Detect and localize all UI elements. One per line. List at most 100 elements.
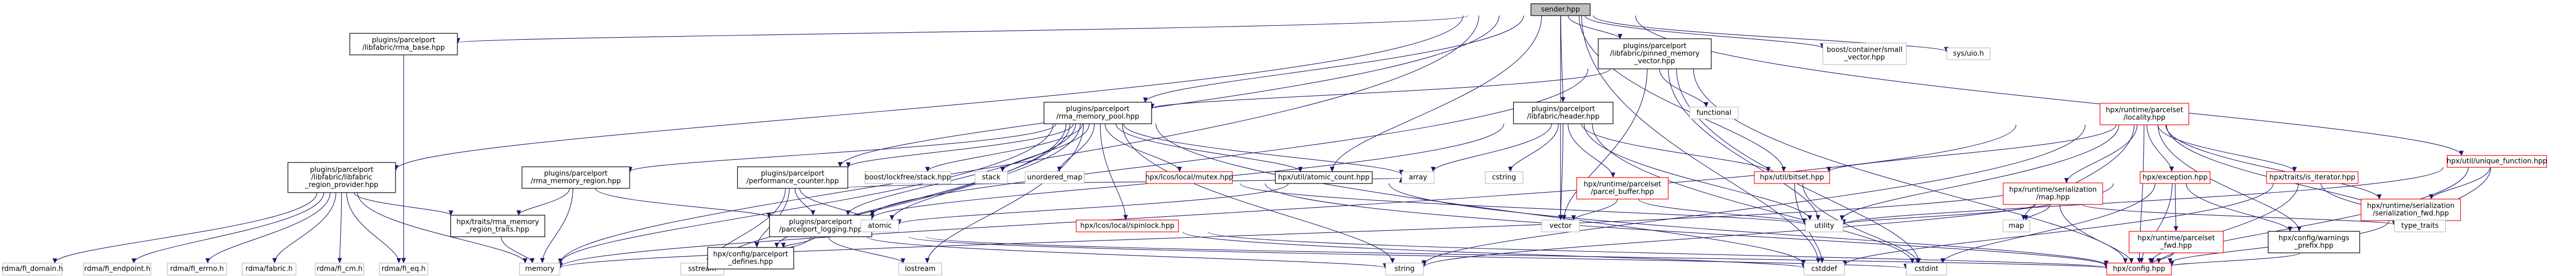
edge-locality-bitset <box>1826 124 2117 173</box>
node-box <box>1025 171 1085 184</box>
node-unordered_map[interactable]: unordered_map <box>1025 171 1085 184</box>
node-string[interactable]: string <box>1385 263 1424 275</box>
node-memory[interactable]: memory <box>519 263 561 275</box>
node-lockfree_stack[interactable]: boost/lockfree/stack.hpp <box>864 171 951 184</box>
node-label: string <box>1394 265 1414 273</box>
node-label: hpx/config/parcelport <box>713 251 788 259</box>
node-config_defines[interactable]: hpx/config/parcelport_defines.hpp <box>707 247 794 270</box>
node-label: hpx/runtime/parcelset <box>2137 235 2215 243</box>
node-box <box>975 171 1008 184</box>
node-sender[interactable]: sender.hpp <box>1530 3 1591 16</box>
node-serialization_fwd[interactable]: hpx/runtime/serialization/serialization_… <box>2360 199 2461 221</box>
node-config[interactable]: hpx/config.hpp <box>2106 263 2172 275</box>
node-small_vector[interactable]: boost/container/small_vector.hpp <box>1822 43 1907 65</box>
node-box <box>349 33 458 55</box>
edge-serialization_map-config <box>2059 204 2134 264</box>
node-is_iterator[interactable]: hpx/traits/is_iterator.hpp <box>2266 171 2359 184</box>
edge-sender-performance_counter <box>837 15 1500 168</box>
node-label: /rma_memory_region.hpp <box>531 178 620 186</box>
node-rdma_fabric[interactable]: rdma/fabric.h <box>242 263 297 275</box>
node-label: /libfabric/libfabric <box>311 174 372 182</box>
node-header[interactable]: plugins/parcelport/libfabric/header.hpp <box>1513 102 1614 124</box>
edge-traits_rma-memory <box>500 236 535 264</box>
node-cstddef[interactable]: cstddef <box>1803 263 1845 275</box>
node-cstdint[interactable]: cstdint <box>1905 263 1947 275</box>
node-utility[interactable]: utility <box>1805 220 1844 232</box>
edge-warnings_prefix-config <box>2169 252 2300 267</box>
node-rma_memory_region[interactable]: plugins/parcelport/rma_memory_region.hpp <box>521 166 630 189</box>
node-label: memory <box>525 265 555 273</box>
edge-region_provider-rdma_errno <box>205 192 331 264</box>
node-type_traits[interactable]: type_traits <box>2394 220 2446 232</box>
node-region_provider[interactable]: plugins/parcelport/libfabric/libfabric_r… <box>287 162 396 193</box>
node-box <box>379 263 428 275</box>
node-serialization_map[interactable]: hpx/runtime/serialization/map.hpp <box>2002 182 2104 205</box>
node-functional[interactable]: functional <box>1689 107 1739 119</box>
node-rma_base[interactable]: plugins/parcelport/libfabric/rma_base.hp… <box>349 33 458 55</box>
node-rdma_errno[interactable]: rdma/fi_errno.h <box>167 263 227 275</box>
edge-rma_memory_pool-cstddef <box>1155 123 1806 265</box>
node-array[interactable]: array <box>1401 171 1435 184</box>
node-iostream[interactable]: iostream <box>898 263 942 275</box>
node-bitset[interactable]: hpx/util/bitset.hpp <box>1754 171 1830 184</box>
node-label: hpx/lcos/local/spinlock.hpp <box>1080 222 1174 230</box>
node-sys_uio[interactable]: sys/uio.h <box>1946 47 1991 60</box>
node-cstring[interactable]: cstring <box>1485 171 1523 184</box>
edge-locality-warnings_prefix <box>2157 124 2302 232</box>
node-rdma_cm[interactable]: rdma/fi_cm.h <box>315 263 364 275</box>
node-rma_memory_pool[interactable]: plugins/parcelport/rma_memory_pool.hpp <box>1043 102 1152 124</box>
node-label: /map.hpp <box>2036 194 2070 202</box>
node-atomic_count[interactable]: hpx/util/atomic_count.hpp <box>1275 171 1373 184</box>
edge-rma_memory_pool-stack <box>1000 123 1090 172</box>
node-atomic[interactable]: atomic <box>860 220 899 232</box>
node-label: _region_traits.hpp <box>466 226 530 234</box>
node-label: sys/uio.h <box>1953 50 1984 58</box>
node-parcel_fwd[interactable]: hpx/runtime/parcelset_fwd.hpp <box>2128 231 2224 253</box>
node-box <box>1805 220 1844 232</box>
node-label: hpx/lcos/local/mutex.hpp <box>1145 174 1233 182</box>
node-stack[interactable]: stack <box>975 171 1008 184</box>
edge-serialization_map-type_traits <box>2082 204 2396 225</box>
edge-region_provider-rdma_endpoint <box>131 192 324 264</box>
node-label: /parcel_buffer.hpp <box>1591 188 1654 196</box>
node-warnings_prefix[interactable]: hpx/config/warnings_prefix.hpp <box>2268 231 2360 253</box>
node-local_mutex[interactable]: hpx/lcos/local/mutex.hpp <box>1145 171 1233 184</box>
node-label: rdma/fi_domain.h <box>2 265 63 273</box>
edge-header-parcelport_logging <box>870 123 1505 219</box>
node-performance_counter[interactable]: plugins/parcelport/performance_counter.h… <box>737 166 849 189</box>
node-rdma_domain[interactable]: rdma/fi_domain.h <box>2 263 63 275</box>
node-rdma_eq[interactable]: rdma/fi_eq.h <box>379 263 428 275</box>
edge-header-cstring <box>1508 123 1559 172</box>
node-label: /libfabric/header.hpp <box>1527 113 1600 121</box>
node-label: hpx/config.hpp <box>2113 265 2165 273</box>
edge-region_provider-rdma_fabric <box>272 192 336 264</box>
node-vector[interactable]: vector <box>1541 220 1580 232</box>
edge-locality-serialization_map <box>2064 124 2137 183</box>
edge-header-vector <box>1558 123 1564 221</box>
node-label: /performance_counter.hpp <box>746 178 839 186</box>
node-map[interactable]: map <box>2002 220 2030 232</box>
edge-header-parcel_buffer <box>1568 123 1615 178</box>
edge-parcelport_logging-config_defines <box>781 236 816 248</box>
node-label: iostream <box>905 265 935 273</box>
node-box <box>315 263 364 275</box>
node-locality[interactable]: hpx/runtime/parcelset/locality.hpp <box>2099 103 2190 125</box>
node-unique_function[interactable]: hpx/util/unique_function.hpp <box>2447 155 2547 168</box>
node-box <box>2106 263 2172 275</box>
node-pinned_memory[interactable]: plugins/parcelport/libfabric/pinned_memo… <box>1598 38 1712 69</box>
node-box <box>1754 171 1830 184</box>
node-box <box>1485 171 1523 184</box>
node-parcel_buffer[interactable]: hpx/runtime/parcelset/parcel_buffer.hpp <box>1576 177 1669 200</box>
node-label: hpx/runtime/serialization <box>2009 186 2097 194</box>
node-parcelport_logging[interactable]: plugins/parcelport/parcelport_logging.hp… <box>769 215 872 237</box>
nodes: sender.hpp plugins/parcelport/libfabric/r… <box>2 3 2547 275</box>
node-label: rdma/fi_eq.h <box>382 265 426 273</box>
node-label: /libfabric/pinned_memory <box>1610 50 1700 58</box>
node-label: hpx/util/unique_function.hpp <box>2447 158 2547 166</box>
node-traits_rma[interactable]: hpx/traits/rma_memory_region_traits.hpp <box>450 215 546 237</box>
node-rdma_endpoint[interactable]: rdma/fi_endpoint.h <box>83 263 152 275</box>
node-box <box>242 263 297 275</box>
node-spinlock[interactable]: hpx/lcos/local/spinlock.hpp <box>1076 220 1179 232</box>
node-exception[interactable]: hpx/exception.hpp <box>2140 171 2211 184</box>
edge-rma_memory_pool-spinlock <box>1099 123 1128 221</box>
